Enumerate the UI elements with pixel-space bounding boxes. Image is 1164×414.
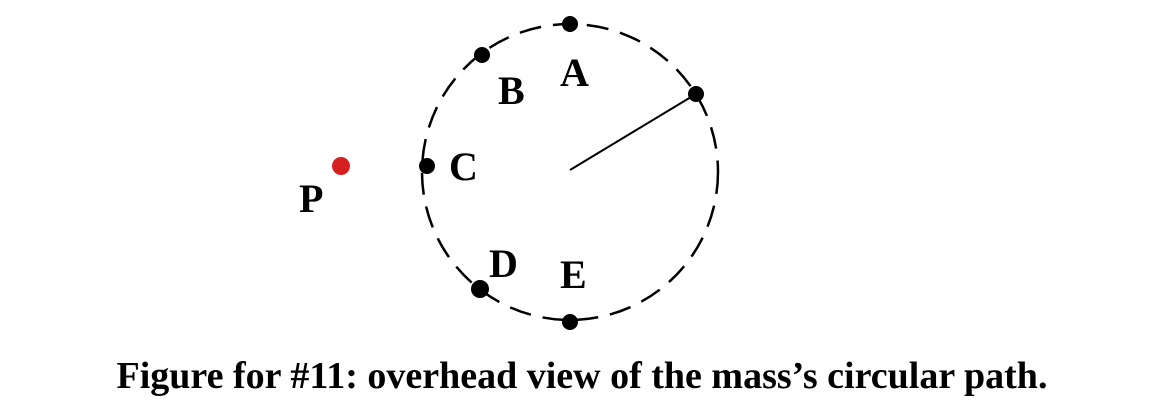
label-b: B bbox=[498, 68, 525, 113]
point-radius-end bbox=[688, 86, 704, 102]
label-a: A bbox=[560, 50, 589, 95]
point-b bbox=[474, 47, 490, 63]
figure-caption: Figure for #11: overhead view of the mas… bbox=[116, 355, 1048, 397]
point-c bbox=[419, 158, 435, 174]
point-a bbox=[562, 16, 578, 32]
point-p bbox=[332, 157, 350, 175]
label-p: P bbox=[299, 176, 323, 221]
radius-line bbox=[569, 93, 697, 171]
label-e: E bbox=[560, 252, 587, 297]
point-d bbox=[471, 280, 489, 298]
label-d: D bbox=[489, 241, 518, 286]
label-c: C bbox=[449, 144, 478, 189]
point-e bbox=[562, 314, 578, 330]
